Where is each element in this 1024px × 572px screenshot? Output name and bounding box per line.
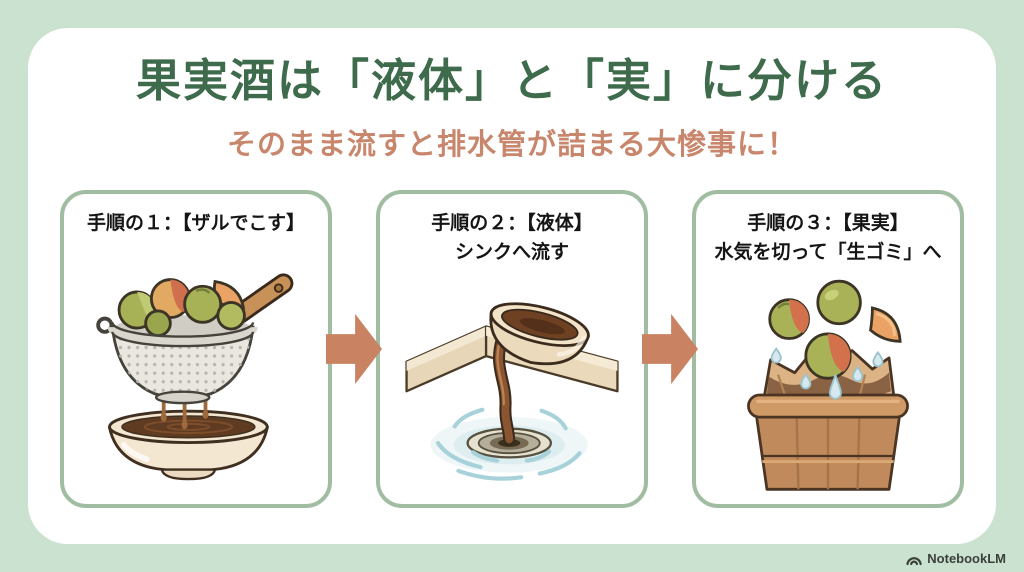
brand-footer: NotebookLM — [906, 551, 1006, 566]
step-2-heading: 手順の２：【液体】 シンクへ流す — [431, 210, 593, 267]
liquid-drips — [160, 397, 209, 430]
step-3-heading: 手順の３：【果実】 水気を切って「生ゴミ」へ — [714, 210, 941, 267]
water-drops — [770, 346, 884, 399]
water-ripples — [435, 407, 582, 481]
page-title: 果実酒は「液体」と「実」に分ける — [135, 55, 888, 106]
step-3-heading-line2: 水気を切って「生ゴミ」へ — [714, 241, 942, 263]
pouring-stream — [493, 332, 516, 445]
falling-fruits — [768, 279, 902, 380]
step-2-heading-line1: 手順の２：【液体】 — [431, 213, 593, 234]
step-1-heading: 手順の１：【ザルでこす】 — [87, 210, 305, 239]
wooden-bin — [747, 393, 909, 491]
step-2-heading-line2: シンクへ流す — [454, 241, 569, 263]
page-subtitle: そのまま流すと排水管が詰まる大惨事に！ — [226, 129, 797, 161]
arrow-right-icon-1 — [326, 313, 382, 385]
infographic-card: 果実酒は「液体」と「実」に分ける そのまま流すと排水管が詰まる大惨事に！ 手順の… — [28, 28, 996, 544]
step-3-illustration-wrap — [704, 267, 952, 496]
step-panel-3: 手順の３：【果実】 水気を切って「生ゴミ」へ — [692, 190, 964, 508]
fruits-into-bin-illustration — [747, 279, 909, 491]
step-3-heading-line1: 手順の３：【果実】 — [747, 213, 909, 234]
bowl-with-liquid — [107, 410, 270, 481]
strainer-over-bowl-illustration — [96, 273, 294, 481]
fruits-in-strainer — [117, 278, 246, 338]
step-2-illustration-wrap — [388, 267, 636, 496]
strainer-rim — [107, 322, 258, 348]
step-1-illustration-wrap — [72, 239, 320, 497]
step-1-heading-line1: 手順の１：【ザルでこす】 — [86, 213, 306, 234]
tilted-bowl — [489, 301, 591, 365]
brand-name: NotebookLM — [927, 551, 1006, 566]
pouring-into-sink-illustration — [405, 301, 619, 481]
step-panel-2: 手順の２：【液体】 シンクへ流す — [376, 190, 648, 508]
steps-row: 手順の１：【ザルでこす】 — [28, 190, 996, 508]
arrow-right-icon-2 — [642, 313, 698, 385]
notebooklm-logo-icon — [906, 556, 922, 565]
step-panel-1: 手順の１：【ザルでこす】 — [60, 190, 332, 508]
